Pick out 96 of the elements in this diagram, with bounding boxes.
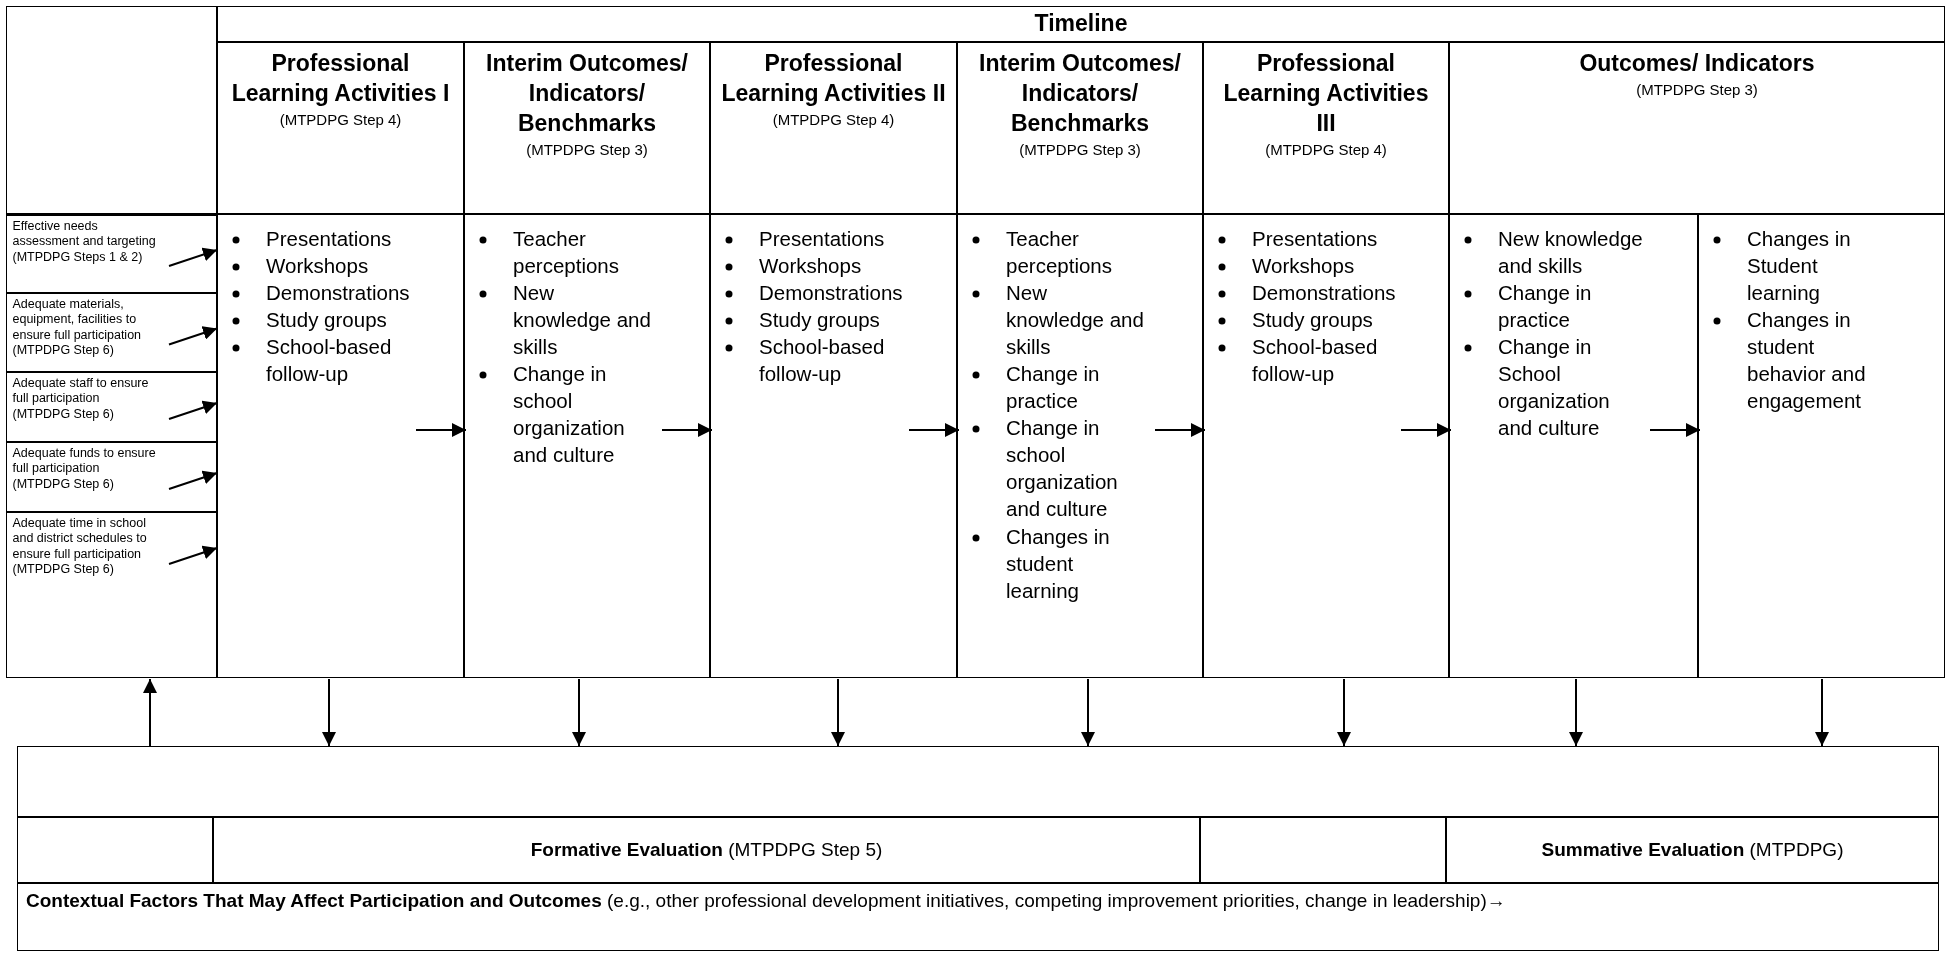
- input-factor-text: Effective needs assessment and targeting: [12, 218, 157, 250]
- empty-box: [17, 746, 1939, 817]
- context-factors-text: Contextual Factors That May Affect Participation and Outcomes (e.g., other professional development initiatives, competing improvement priorities, change in leadership)→: [26, 889, 1507, 913]
- bullet-item: Presentations: [759, 227, 885, 250]
- bullet-item: Demonstrations: [266, 281, 410, 305]
- bullet-item: Study groups: [1252, 308, 1373, 332]
- bullet-item: Study groups: [759, 308, 880, 332]
- bullet-item: Change in school organization and culture: [513, 362, 625, 467]
- input-factor-text: Adequate staff to ensure full participation: [12, 375, 150, 407]
- column-header-cell: [1203, 42, 1449, 214]
- input-factor-cell: [5, 441, 217, 512]
- input-factor-text: Adequate materials, equipment, facilities to ensure full participation: [12, 296, 143, 344]
- bullet-item: Change in school organization and culture: [1006, 416, 1118, 521]
- input-factor-text: Adequate time in school and district schedules to ensure full participation: [12, 515, 148, 563]
- evaluation-label: Formative Evaluation (MTPDPG Step 5): [530, 839, 883, 861]
- timeline-title: Timeline: [1033, 9, 1129, 38]
- arrow: [143, 678, 157, 747]
- step-note: (MTPDPG Step 6): [12, 562, 115, 578]
- column-header-cell: [710, 42, 957, 214]
- bullet-item: School-based follow-up: [1252, 335, 1378, 386]
- bullet-item: Presentations: [1252, 227, 1378, 250]
- arrow: [168, 400, 218, 420]
- arrow: [1649, 423, 1701, 437]
- bullet-item: Workshops: [266, 254, 369, 278]
- bullet-item: New knowledge and skills: [1498, 227, 1643, 278]
- evaluation-cell: [213, 817, 1200, 883]
- bullet-item: Changes in Student learning: [1747, 227, 1851, 305]
- bullet-item: Study groups: [266, 308, 387, 332]
- bullet-item: Changes in student behavior and engagement: [1747, 308, 1866, 413]
- empty-box: [6, 214, 217, 678]
- step-note: (MTPDPG Step 4): [1264, 140, 1388, 158]
- bullet-item: Workshops: [1252, 254, 1355, 278]
- arrow: [1815, 678, 1829, 747]
- bullet-item: New knowledge and skills: [1006, 281, 1144, 359]
- bullet-item: Demonstrations: [1252, 281, 1396, 305]
- bullet-item: Demonstrations: [759, 281, 903, 305]
- column-heading: Professional Learning Activities III: [1222, 49, 1430, 138]
- input-factor-cell: [5, 292, 217, 372]
- step-note: (MTPDPG Step 3): [1635, 80, 1759, 98]
- column-heading: Outcomes/ Indicators: [1578, 49, 1816, 78]
- input-factor-text: Adequate funds to ensure full participation: [12, 445, 157, 477]
- arrow: [1081, 678, 1095, 747]
- bullet-item: Changes in student learning: [1006, 524, 1110, 602]
- step-note: (MTPDPG Step 4): [278, 110, 403, 128]
- column-header-cell: [957, 42, 1203, 214]
- arrow: [1154, 423, 1206, 437]
- timeline-header-cell: [217, 6, 1945, 42]
- column-heading: Professional Learning Activities II: [720, 49, 947, 108]
- arrow: [322, 678, 336, 747]
- step-note: (MTPDPG Step 3): [1018, 140, 1142, 158]
- bullet-item: New knowledge and skills: [513, 281, 651, 359]
- evaluation-label: Summative Evaluation (MTPDPG): [1541, 839, 1844, 861]
- arrow: [168, 545, 218, 565]
- context-factors-cell: [17, 883, 1939, 951]
- evaluation-cell: [1446, 817, 1939, 883]
- arrow: [572, 678, 586, 747]
- bullet-item: Change in practice: [1006, 362, 1100, 413]
- step-note: (MTPDPG Step 6): [12, 343, 115, 359]
- column-heading: Interim Outcomes/ Indicators/ Benchmarks: [978, 49, 1182, 138]
- bullet-item: Teacher perceptions: [1006, 227, 1112, 278]
- bullet-item: Presentations: [266, 227, 392, 250]
- bullet-list-cell: [957, 214, 1203, 678]
- arrow: [831, 678, 845, 747]
- column-header-cell: [464, 42, 710, 214]
- column-header-cell: [217, 42, 464, 214]
- bullet-item: Change in practice: [1498, 281, 1592, 332]
- bullet-item: Workshops: [759, 254, 862, 278]
- bullet-list-cell: [710, 214, 957, 678]
- step-note: (MTPDPG Steps 1 & 2): [12, 249, 144, 266]
- bullet-list-cell: [1203, 214, 1449, 678]
- bullet-item: School-based follow-up: [759, 335, 885, 386]
- bullet-list-cell: [464, 214, 710, 678]
- bullet-item: School-based follow-up: [266, 335, 392, 386]
- arrow: [1569, 678, 1583, 747]
- column-heading: Interim Outcomes/ Indicators/ Benchmarks: [485, 49, 689, 138]
- step-note: (MTPDPG Step 4): [771, 110, 896, 128]
- bullet-list-cell: [1449, 214, 1698, 678]
- bullet-item: Teacher perceptions: [513, 227, 619, 278]
- bullet-list-cell: [1698, 214, 1945, 678]
- arrow: [168, 247, 218, 267]
- input-factor-cell: [5, 214, 217, 293]
- arrow: [1337, 678, 1351, 747]
- arrow: [908, 423, 960, 437]
- arrow: [168, 470, 218, 490]
- bullet-item: Change in School organization and culture: [1498, 335, 1610, 440]
- arrow: [415, 423, 467, 437]
- column-header-cell: [1449, 42, 1945, 214]
- arrow: [661, 423, 713, 437]
- input-factor-cell: [5, 371, 217, 442]
- arrow: [1400, 423, 1452, 437]
- arrow: [168, 326, 218, 346]
- step-note: (MTPDPG Step 6): [12, 476, 115, 493]
- step-note: (MTPDPG Step 6): [12, 406, 115, 423]
- step-note: (MTPDPG Step 3): [525, 140, 649, 158]
- bullet-list-cell: [217, 214, 464, 678]
- column-heading: Professional Learning Activities I: [230, 49, 451, 108]
